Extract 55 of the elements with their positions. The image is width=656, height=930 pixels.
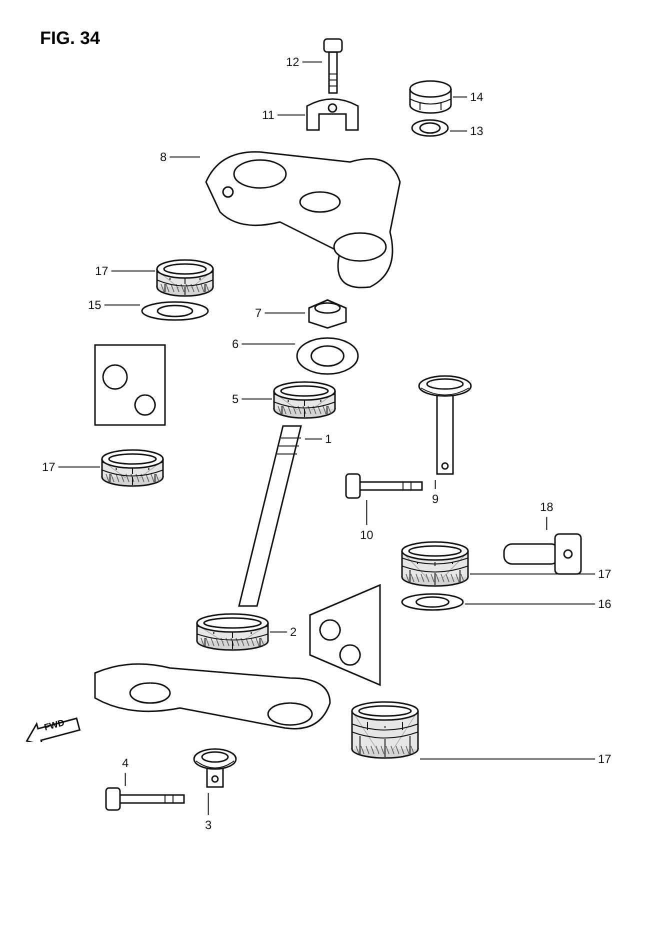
seal-drawing [100,448,165,488]
callout-number: 9 [432,492,439,506]
direction-label: FWD [43,718,66,732]
leader-line [546,516,548,530]
callout-number: 5 [232,392,239,406]
callout-number: 17 [598,752,612,766]
callout-number: 2 [290,625,297,639]
callout-number: 15 [88,298,102,312]
leader-line [110,270,156,272]
callout-number: 11 [262,108,274,122]
washer-drawing [410,118,450,138]
leader-line [208,792,209,816]
leader-line [304,438,322,440]
callout-number: 13 [470,124,484,138]
callout-number: 17 [95,264,108,278]
steering-stem-drawing [235,424,305,608]
seal-drawing [400,540,470,588]
leader-line [366,500,368,526]
washer-drawing [295,336,360,376]
callout-number: 1 [325,432,332,446]
callout-number: 17 [42,460,56,474]
ring-drawing [400,592,465,612]
leader-line [124,772,126,786]
clamp-drawing [305,96,360,132]
bolt-drawing [322,38,344,94]
figure-title: FIG. 34 [40,28,100,49]
leader-line [264,312,306,314]
callout-number: 14 [470,90,484,104]
callout-number: 6 [232,337,239,351]
seal-drawing [350,700,420,760]
leader-line [58,466,100,468]
callout-number: 4 [122,756,129,770]
leader-line [169,156,200,158]
bolt-drawing [105,786,185,812]
leader-line [450,130,468,132]
leader-line [434,480,436,490]
callout-number: 7 [255,306,262,320]
leader-line [452,96,468,98]
leader-line [277,114,306,116]
leader-line [241,398,272,400]
leader-line [104,304,140,306]
callout-number: 17 [598,567,612,581]
ring-drawing [140,300,210,322]
bearing-drawing [195,612,270,652]
cap-drawing [408,80,453,114]
callout-number: 3 [205,818,212,832]
callout-number: 18 [540,500,554,514]
callout-number: 16 [598,597,612,611]
callout-number: 8 [160,150,167,164]
leader-line [420,758,596,760]
bolt-drawing [345,472,423,500]
bearing-drawing [272,380,337,420]
callout-number: 12 [286,55,300,69]
seal-drawing [155,258,215,298]
callout-number: 10 [360,528,374,542]
